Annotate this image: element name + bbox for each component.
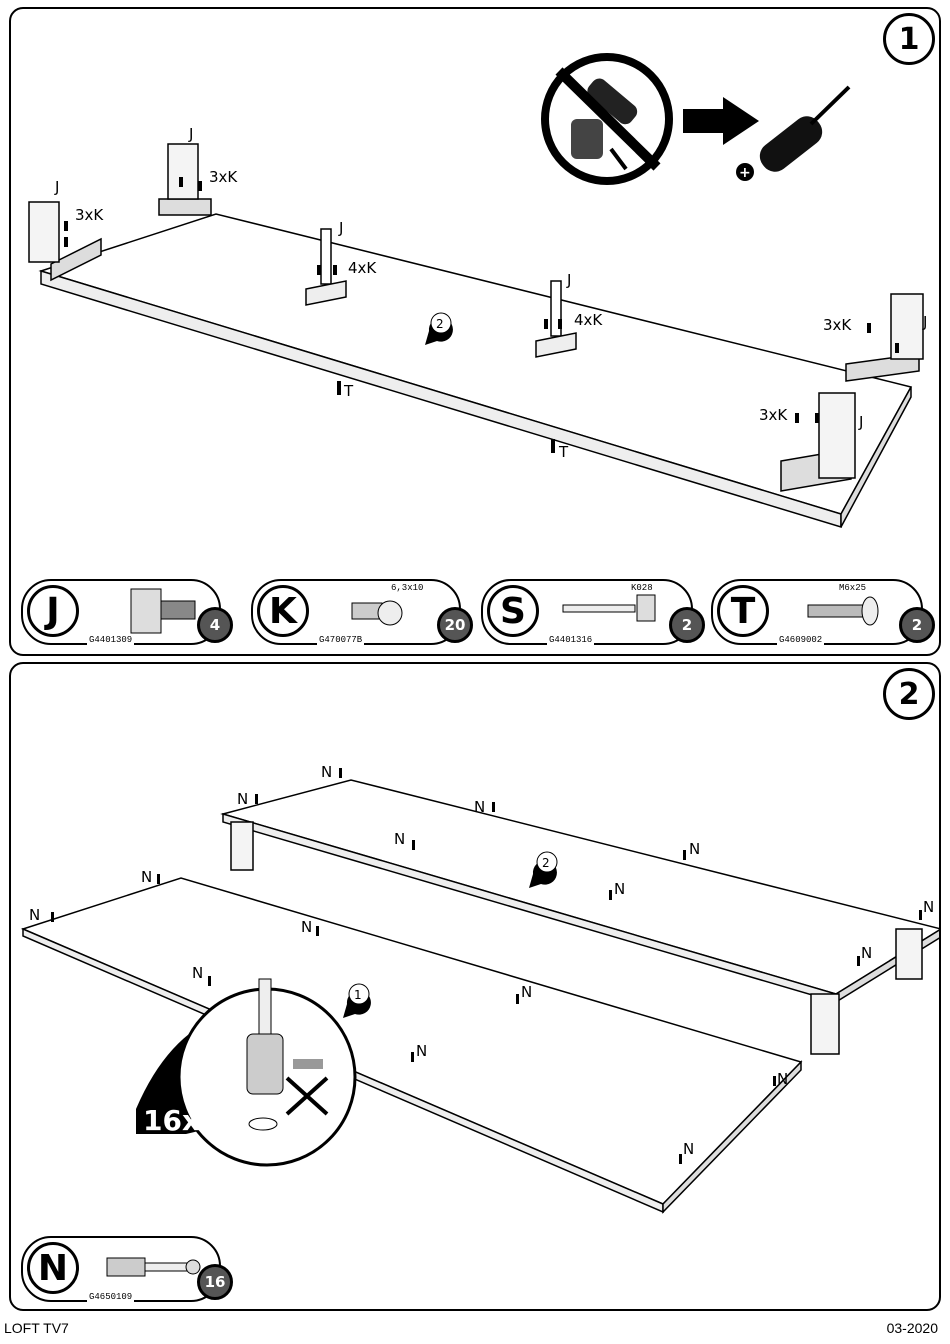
bolt-icon (806, 593, 886, 633)
footer-product: LOFT TV7 (4, 1320, 69, 1336)
label-n-1: N (321, 763, 332, 781)
label-j-4: J (566, 271, 571, 289)
part-quantity: 2 (669, 607, 705, 643)
no-power-drill-icon (545, 57, 669, 181)
step-1-panel: 1 + (9, 7, 941, 656)
label-n-11: N (301, 918, 312, 936)
part-quantity: 20 (437, 607, 473, 643)
step-2-panel: 2 16x (9, 662, 941, 1311)
part-code: G4609002 (777, 635, 824, 645)
label-n-14: N (416, 1042, 427, 1060)
label-n-3: N (474, 798, 485, 816)
label-3xk-1: 3xK (75, 206, 104, 224)
step-2-drawing: 16x N N N N N N N N N N N N N N (11, 664, 941, 1309)
part-quantity: 4 (197, 607, 233, 643)
label-t-2: T (558, 443, 569, 461)
label-j-5: J (922, 313, 927, 331)
part-quantity: 16 (197, 1264, 233, 1300)
leg-back-left (159, 144, 211, 215)
screwdriver-icon: + (736, 87, 849, 181)
label-n-13: N (521, 983, 532, 1001)
label-t-1: T (343, 382, 354, 400)
label-3xk-4: 3xK (759, 406, 788, 424)
svg-text:2: 2 (436, 317, 444, 331)
svg-text:1: 1 (354, 988, 362, 1002)
part-code: G4650109 (87, 1292, 134, 1302)
label-4xk-2: 4xK (574, 311, 603, 329)
label-j-3: J (338, 219, 343, 237)
dowel-connector-icon (105, 1250, 205, 1290)
part-spec: 6,3x10 (391, 583, 423, 593)
label-n-5: N (689, 840, 700, 858)
part-letter: J (27, 585, 79, 637)
part-code: G4401316 (547, 635, 594, 645)
count-label: 16x (143, 1104, 200, 1137)
bracket-icon (121, 587, 201, 637)
leg-rod-icon (561, 591, 661, 637)
label-j-1: J (54, 178, 59, 196)
label-n-7: N (923, 898, 934, 916)
part-letter: T (717, 585, 769, 637)
part-code: G4401309 (87, 635, 134, 645)
label-j-2: J (188, 125, 193, 143)
part-letter: K (257, 585, 309, 637)
cam-fitting-icon (346, 593, 406, 633)
part-s: S K028 G4401316 2 (481, 579, 693, 645)
part-n: N G4650109 16 (21, 1236, 221, 1302)
label-n-9: N (141, 868, 152, 886)
footer-date: 03-2020 (887, 1320, 938, 1336)
part-k: K 6,3x10 G470077B 20 (251, 579, 461, 645)
label-n-15: N (777, 1070, 788, 1088)
label-3xk-3: 3xK (823, 316, 852, 334)
label-n-2: N (237, 790, 248, 808)
label-j-6: J (858, 413, 863, 431)
label-3xk-2: 3xK (209, 168, 238, 186)
part-t: T M6x25 G4609002 2 (711, 579, 923, 645)
label-4xk-1: 4xK (348, 259, 377, 277)
label-n-8: N (861, 944, 872, 962)
leg-back-right (846, 294, 923, 381)
part-spec: M6x25 (839, 583, 866, 593)
part-quantity: 2 (899, 607, 935, 643)
svg-text:2: 2 (542, 856, 550, 870)
step-1-drawing: + (11, 9, 941, 654)
zoom-callout: 16x (136, 979, 355, 1165)
svg-text:+: + (739, 165, 751, 181)
part-letter: N (27, 1242, 79, 1294)
label-n-12: N (192, 964, 203, 982)
part-j: J G4401309 4 (21, 579, 221, 645)
part-spec: K028 (631, 583, 653, 593)
label-n-10: N (29, 906, 40, 924)
part-code: G470077B (317, 635, 364, 645)
label-n-16: N (683, 1140, 694, 1158)
label-n-4: N (394, 830, 405, 848)
label-n-6: N (614, 880, 625, 898)
part-letter: S (487, 585, 539, 637)
